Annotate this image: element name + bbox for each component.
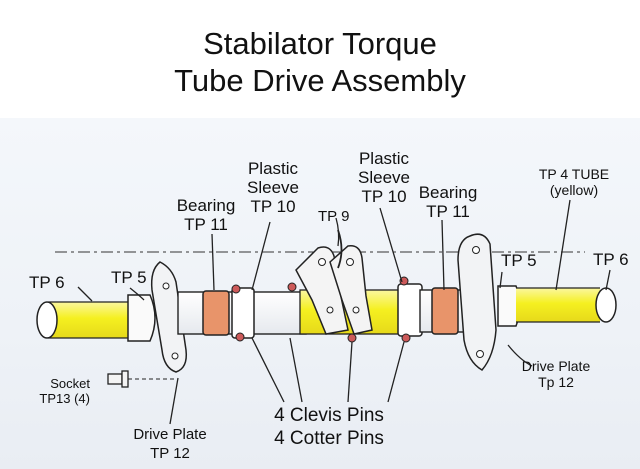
label-tp6-right: TP 6 — [593, 250, 629, 269]
right-plate-bolt-bottom — [476, 350, 484, 358]
left-end-cap — [127, 294, 156, 342]
left-plastic-sleeve — [231, 287, 255, 339]
socket-part — [107, 370, 176, 388]
label-tp9: TP 9 — [318, 208, 350, 225]
left-drive-plate — [150, 261, 188, 373]
right-bearing — [431, 287, 459, 335]
left-tube-section — [36, 301, 136, 339]
clevis-pins — [231, 276, 411, 343]
right-tube-section — [516, 287, 617, 323]
leader-lines — [77, 199, 611, 425]
left-plate-bolt-bottom — [171, 352, 179, 360]
right-drive-plate — [457, 233, 497, 371]
right-plate-bolt-top — [472, 246, 480, 254]
title-line-2: Tube Drive Assembly — [174, 63, 466, 98]
label-tp4-tube: TP 4 TUBE(yellow) — [538, 166, 610, 198]
left-bearing — [202, 290, 230, 336]
left-plate-bolt-top — [162, 282, 170, 290]
tp9-bracket — [295, 229, 373, 335]
label-tp6-left: TP 6 — [29, 273, 65, 292]
right-plastic-sleeve — [397, 283, 423, 337]
title-line-1: Stabilator Torque — [203, 26, 437, 61]
label-tp5-right: TP 5 — [501, 251, 537, 270]
label-tp5-left: TP 5 — [111, 268, 147, 287]
